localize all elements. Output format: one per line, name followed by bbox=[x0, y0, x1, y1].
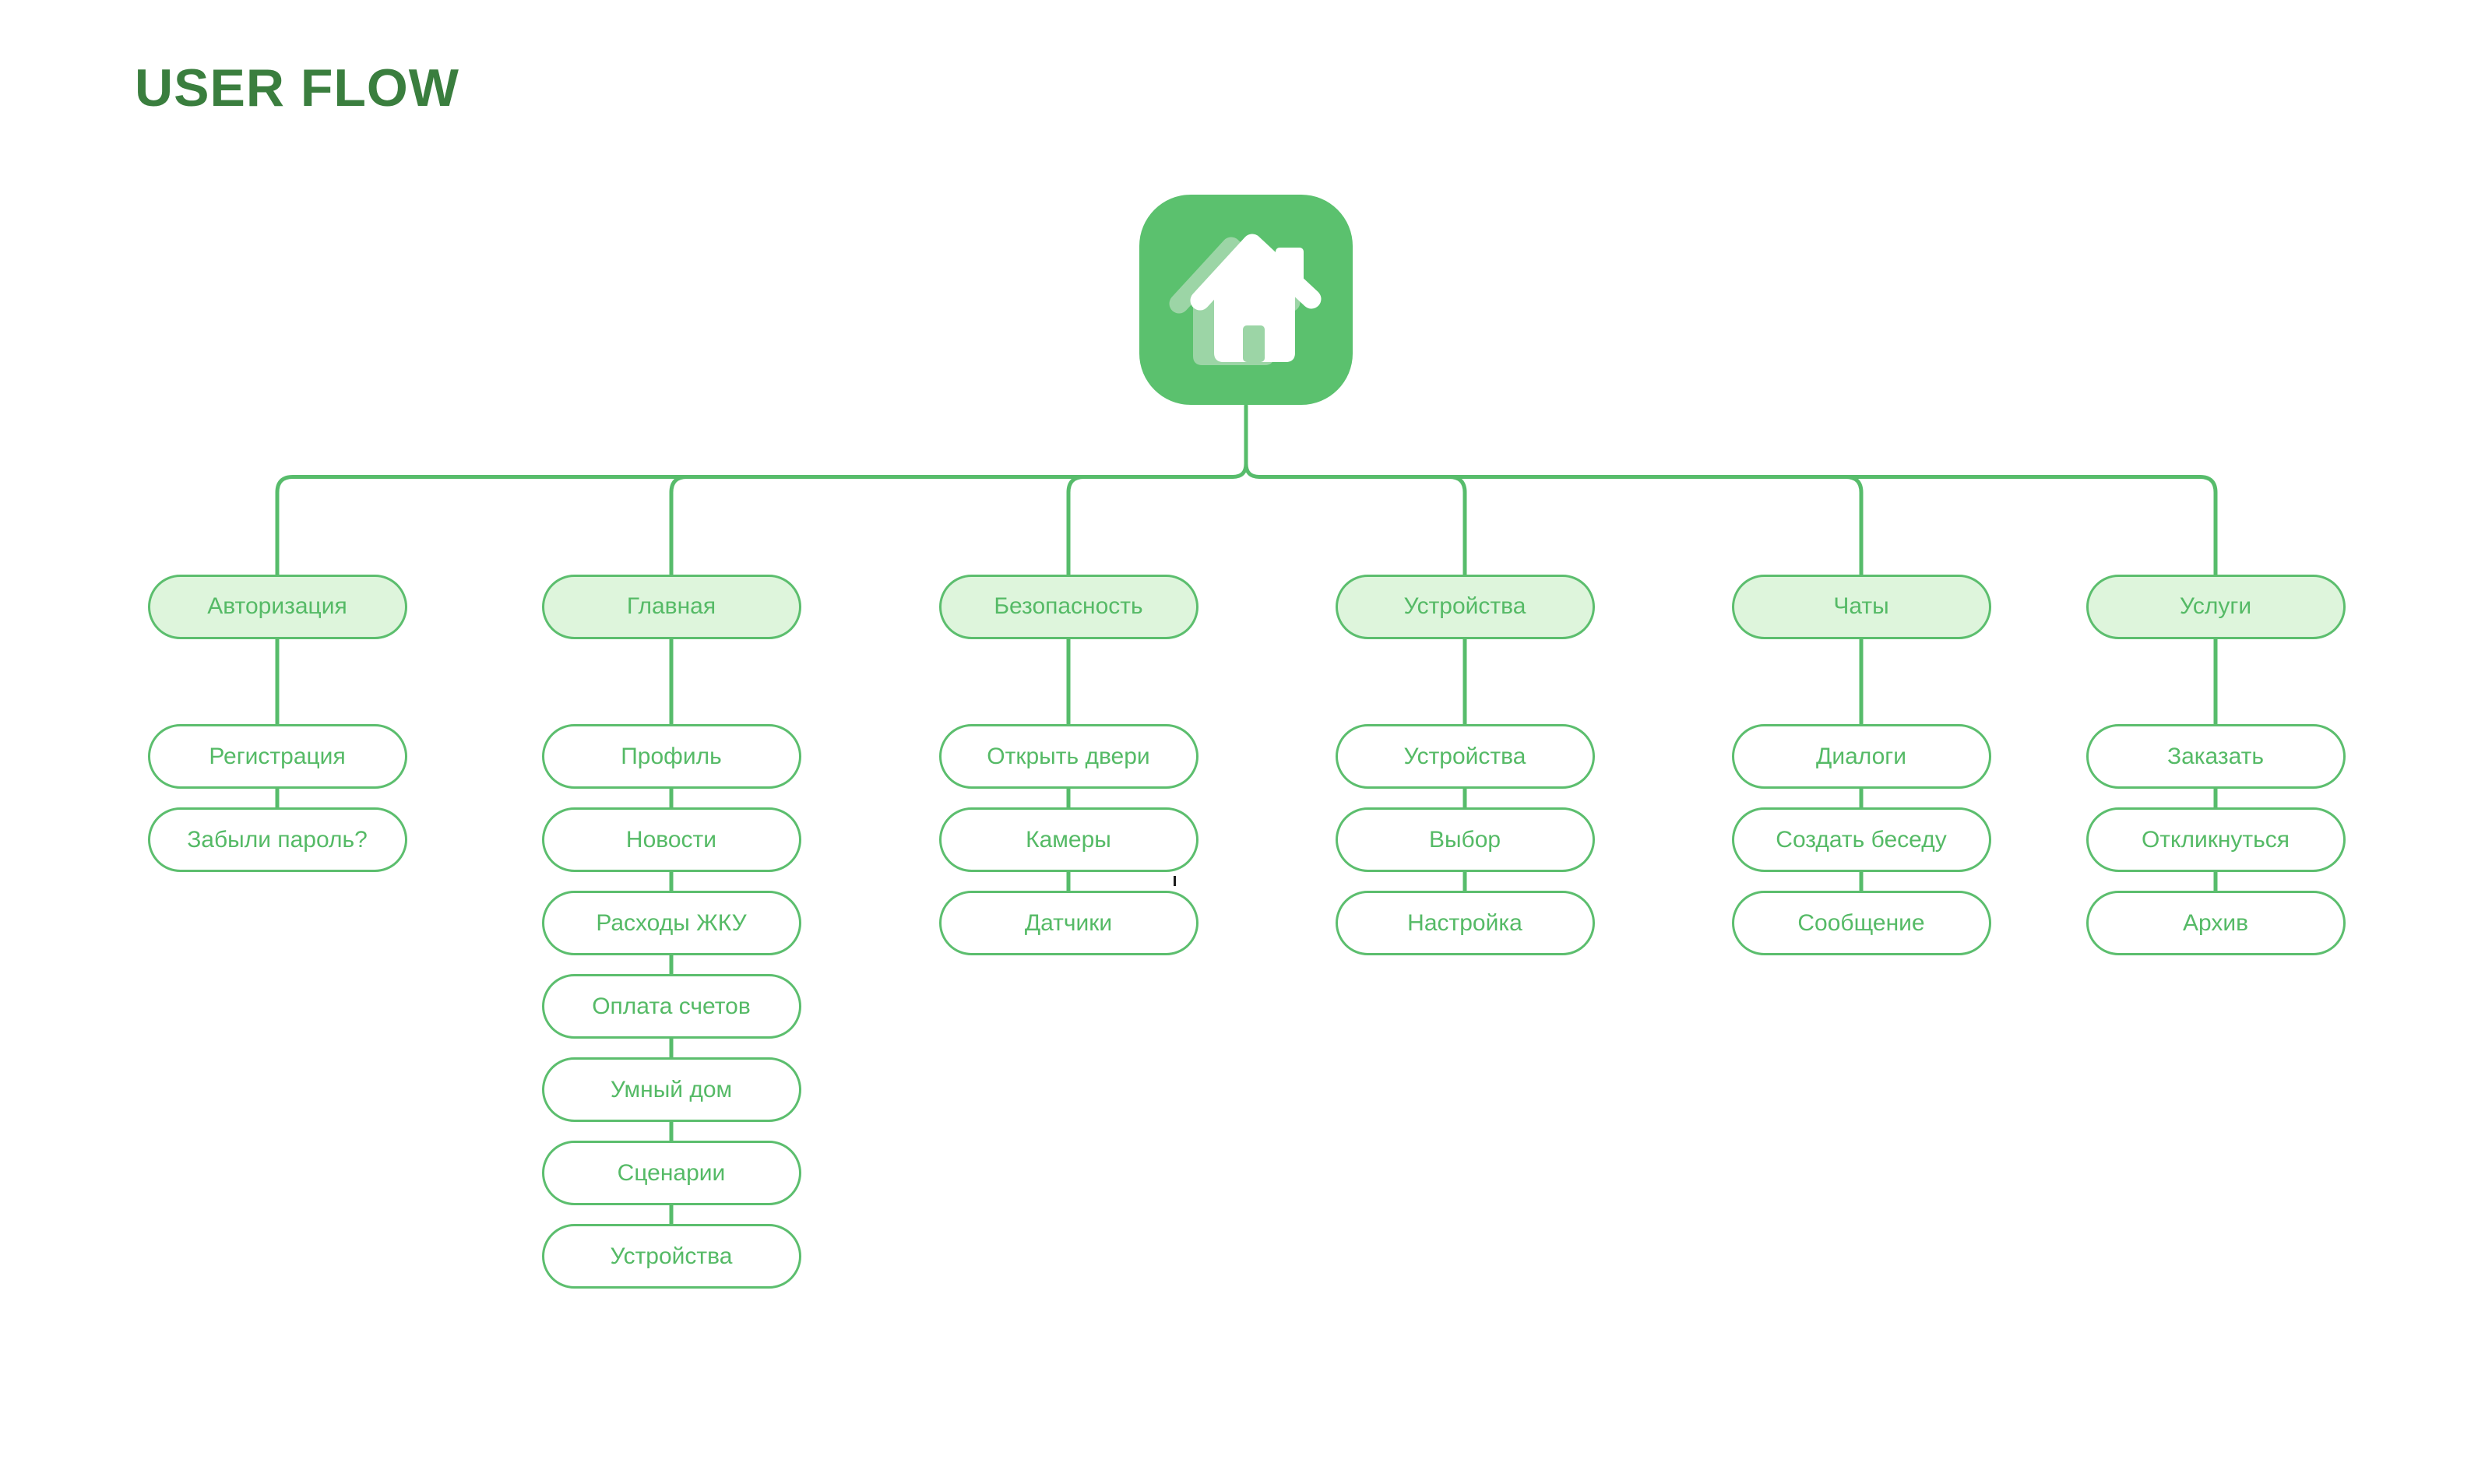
flow-node-0-child-1: Забыли пароль? bbox=[147, 807, 407, 872]
flow-node-2-header: Безопасность bbox=[938, 574, 1198, 639]
home-app-icon bbox=[1139, 195, 1353, 405]
flow-node-4-child-1: Создать беседу bbox=[1731, 807, 1991, 872]
tree-branch-lines bbox=[275, 403, 2218, 576]
flow-node-0-child-0: Регистрация bbox=[147, 724, 407, 789]
page-title: USER FLOW bbox=[135, 58, 459, 118]
flow-node-1-header: Главная bbox=[541, 574, 801, 639]
flow-node-0-header: Авторизация bbox=[147, 574, 407, 639]
stray-mark-artifact bbox=[1174, 876, 1176, 886]
flow-node-3-header: Устройства bbox=[1335, 574, 1595, 639]
flow-node-3-child-1: Выбор bbox=[1335, 807, 1595, 872]
flow-node-1-child-5: Сценарии bbox=[541, 1141, 801, 1205]
flow-node-4-child-2: Сообщение bbox=[1731, 891, 1991, 955]
flow-node-1-child-2: Расходы ЖКУ bbox=[541, 891, 801, 955]
flow-node-1-child-6: Устройства bbox=[541, 1224, 801, 1289]
flow-node-1-child-0: Профиль bbox=[541, 724, 801, 789]
flow-node-2-child-0: Открыть двери bbox=[938, 724, 1198, 789]
flow-node-3-child-2: Настройка bbox=[1335, 891, 1595, 955]
flow-node-5-child-1: Откликнуться bbox=[2085, 807, 2346, 872]
flow-node-5-header: Услуги bbox=[2085, 574, 2346, 639]
flow-node-1-child-4: Умный дом bbox=[541, 1057, 801, 1122]
flow-node-1-child-1: Новости bbox=[541, 807, 801, 872]
home-icon bbox=[1139, 195, 1353, 405]
flow-node-4-child-0: Диалоги bbox=[1731, 724, 1991, 789]
flow-node-5-child-2: Архив bbox=[2085, 891, 2346, 955]
flow-node-2-child-1: Камеры bbox=[938, 807, 1198, 872]
flow-node-1-child-3: Оплата счетов bbox=[541, 974, 801, 1039]
flow-node-3-child-0: Устройства bbox=[1335, 724, 1595, 789]
house-door bbox=[1243, 325, 1265, 362]
flow-node-5-child-0: Заказать bbox=[2085, 724, 2346, 789]
flow-node-4-header: Чаты bbox=[1731, 574, 1991, 639]
flow-node-2-child-2: Датчики bbox=[938, 891, 1198, 955]
house-front-icon bbox=[1190, 234, 1322, 362]
